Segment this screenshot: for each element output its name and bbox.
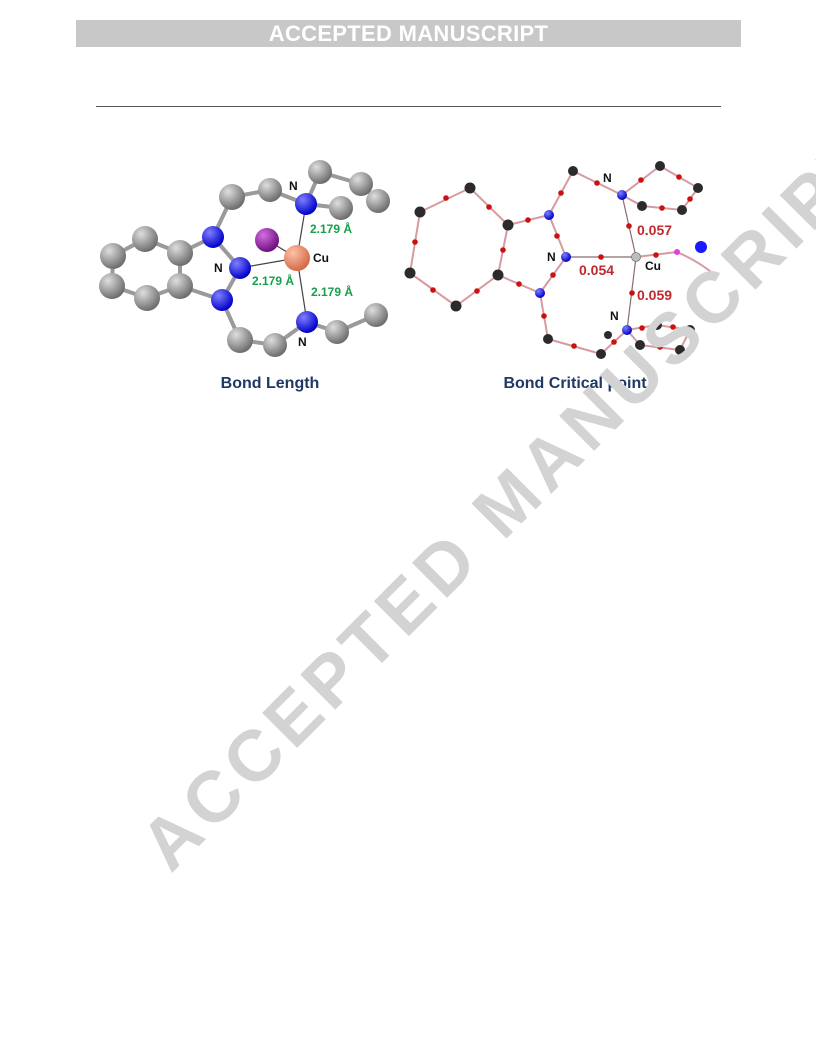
bcp-value-bottom: 0.059 bbox=[637, 287, 672, 303]
carbon-atoms-right bbox=[404, 161, 703, 359]
bond-critical-point-caption: Bond Critical point bbox=[503, 375, 647, 392]
carbon-atoms-left bbox=[99, 160, 390, 357]
cu-label-left: Cu bbox=[313, 251, 329, 265]
n-label-right-top: N bbox=[603, 171, 612, 185]
cu-label-right: Cu bbox=[645, 259, 661, 273]
accepted-manuscript-watermark: ACCEPTED MANUSCRIPT bbox=[125, 114, 816, 886]
n-label-left-top: N bbox=[289, 179, 298, 193]
header-rule bbox=[96, 106, 721, 107]
copper-atom bbox=[284, 245, 310, 271]
accepted-manuscript-banner: ACCEPTED MANUSCRIPT bbox=[76, 20, 741, 47]
n-label-left-middle: N bbox=[214, 261, 223, 275]
bond-length-label-bottom: 2.179 Å bbox=[311, 284, 353, 299]
bond-length-caption: Bond Length bbox=[221, 375, 320, 392]
nitrogen-atoms-right bbox=[535, 190, 632, 335]
nitrogen-atoms-left bbox=[202, 193, 318, 333]
bcp-value-top: 0.057 bbox=[637, 222, 672, 238]
n-label-right-bottom: N bbox=[610, 309, 619, 323]
bond-length-panel: Cu N N N 2.179 Å 2.179 Å 2.179 Å Bond Le… bbox=[99, 160, 390, 392]
n-label-left-bottom: N bbox=[298, 335, 307, 349]
bond-length-label-top: 2.179 Å bbox=[310, 221, 352, 236]
ring-critical-point bbox=[674, 249, 680, 255]
iodine-atom-right bbox=[695, 241, 707, 253]
iodine-atom bbox=[255, 228, 279, 252]
bond-length-label-middle: 2.179 Å bbox=[252, 273, 294, 288]
bond-critical-point-panel: Cu N N N 0.057 0.054 0.059 Bond Critical… bbox=[404, 161, 717, 392]
n-label-right-middle: N bbox=[547, 250, 556, 264]
copper-atom-right bbox=[631, 252, 641, 262]
bcp-value-middle: 0.054 bbox=[579, 262, 614, 278]
bond-critical-points bbox=[412, 174, 693, 350]
molecular-figure: Cu N N N 2.179 Å 2.179 Å 2.179 Å Bond Le… bbox=[99, 160, 717, 392]
